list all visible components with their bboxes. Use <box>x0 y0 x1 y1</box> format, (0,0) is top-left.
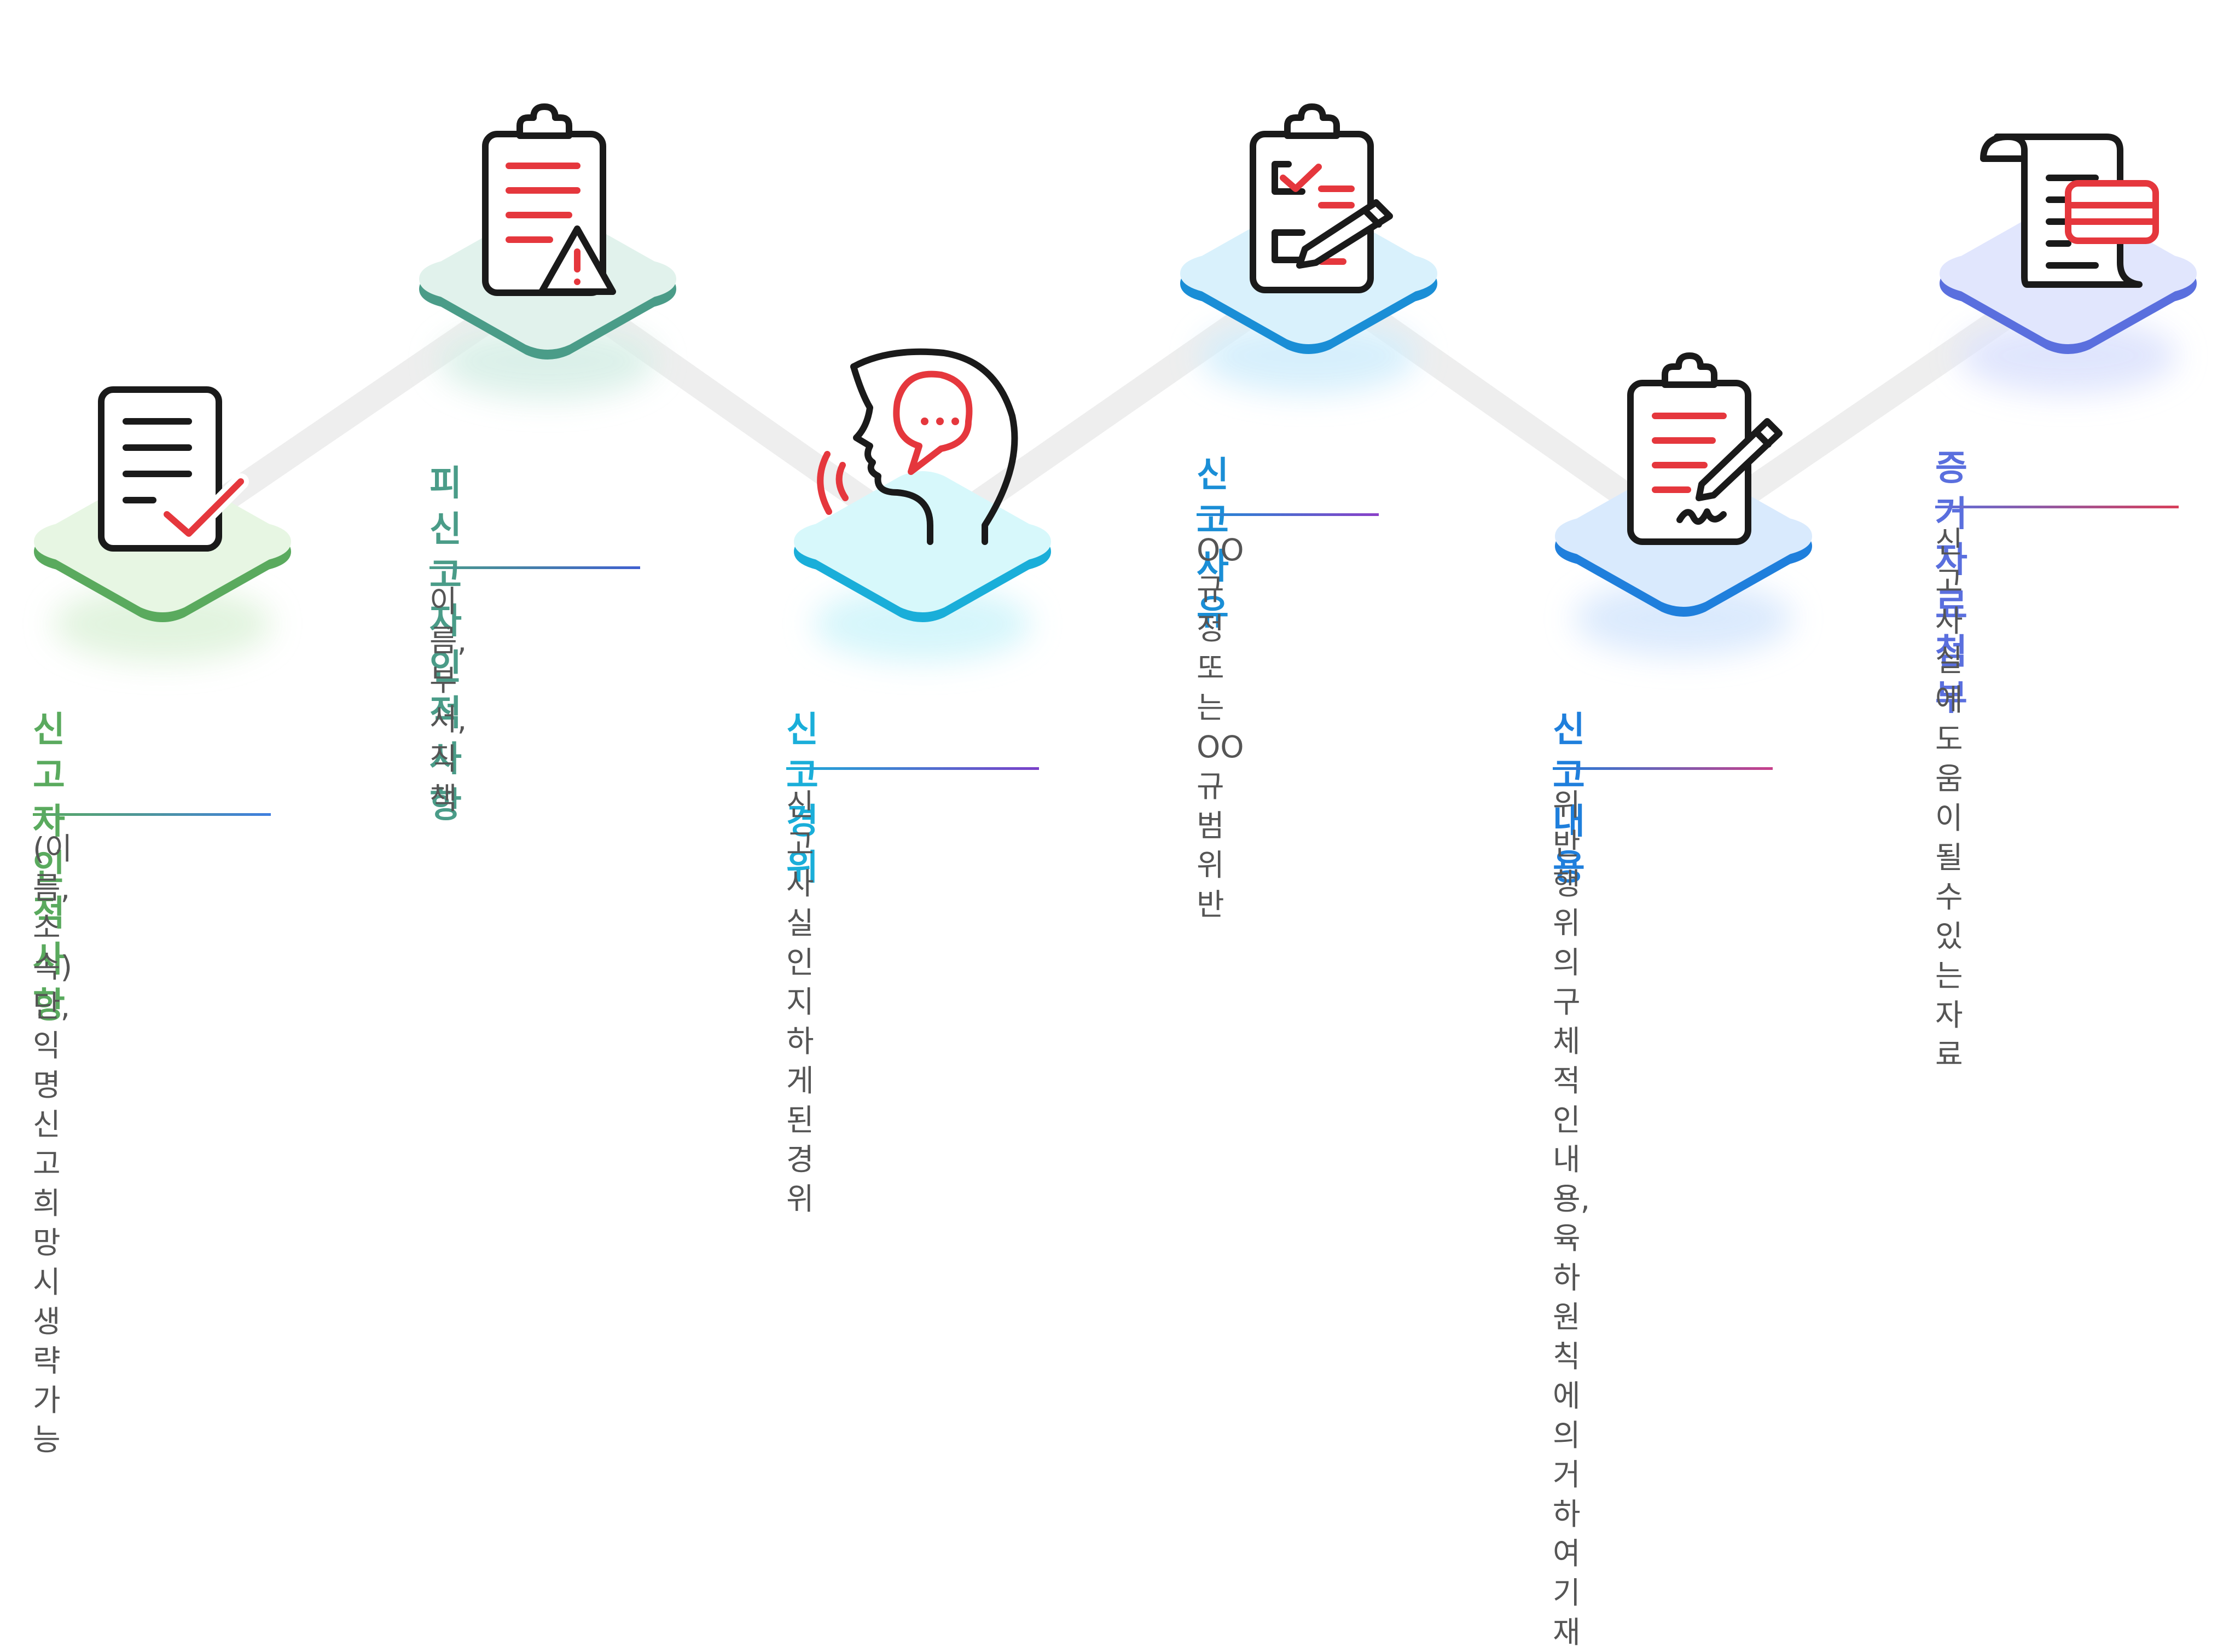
step-description: 위반행위의 구체 적인 내용, 육하 원칙에 의거하여 기재 <box>1553 787 1591 1650</box>
diagram-graphics <box>34 103 2197 662</box>
step-description: 신고사실 인지하게 된 경위 <box>786 787 814 1216</box>
step-title: 신고 내용 <box>1553 710 1585 888</box>
title-underline <box>1197 513 1379 516</box>
platform-glow <box>813 586 1032 662</box>
scroll-card-icon <box>1980 134 2159 288</box>
platform-glow <box>1959 317 2178 394</box>
title-underline <box>1553 767 1773 770</box>
clipboard-signature-icon <box>1627 352 1783 545</box>
title-underline <box>33 813 271 816</box>
step-description: (이름, 소속) 단, 익명 신고 희망 시 생략 가능 <box>33 831 73 1457</box>
document-check-icon <box>98 386 249 552</box>
title-underline <box>786 767 1039 770</box>
step-title: 신고 경위 <box>786 710 819 888</box>
step-title: 신고 사유 <box>1197 455 1229 633</box>
platform-glow <box>1574 580 1793 657</box>
title-underline <box>1935 506 2179 508</box>
checklist-pen-icon <box>1250 103 1393 293</box>
platform-top <box>794 471 1051 612</box>
platform-glow <box>53 586 272 662</box>
clipboard-warning-icon <box>482 103 616 296</box>
step-title: 피신고자 인적사항 <box>429 463 462 826</box>
platform-glow <box>1199 317 1418 394</box>
title-underline <box>429 566 640 569</box>
speaking-head-icon <box>817 348 1018 545</box>
platform-glow <box>438 323 657 399</box>
step-description: 신고사실에 도움이 될 수 있는 자료 <box>1935 525 1963 1072</box>
step-title: 증거자료 첨부 <box>1935 448 1967 718</box>
step-description: 이름, 부서, 직책 <box>429 584 467 816</box>
report-items-diagram: 신고자 인적사항 (이름, 소속) 단, 익명 신고 희망 시 생략 가능 피신… <box>33 103 2197 1650</box>
step-description: OO규정 또는 OO규범 위반 <box>1197 532 1244 922</box>
